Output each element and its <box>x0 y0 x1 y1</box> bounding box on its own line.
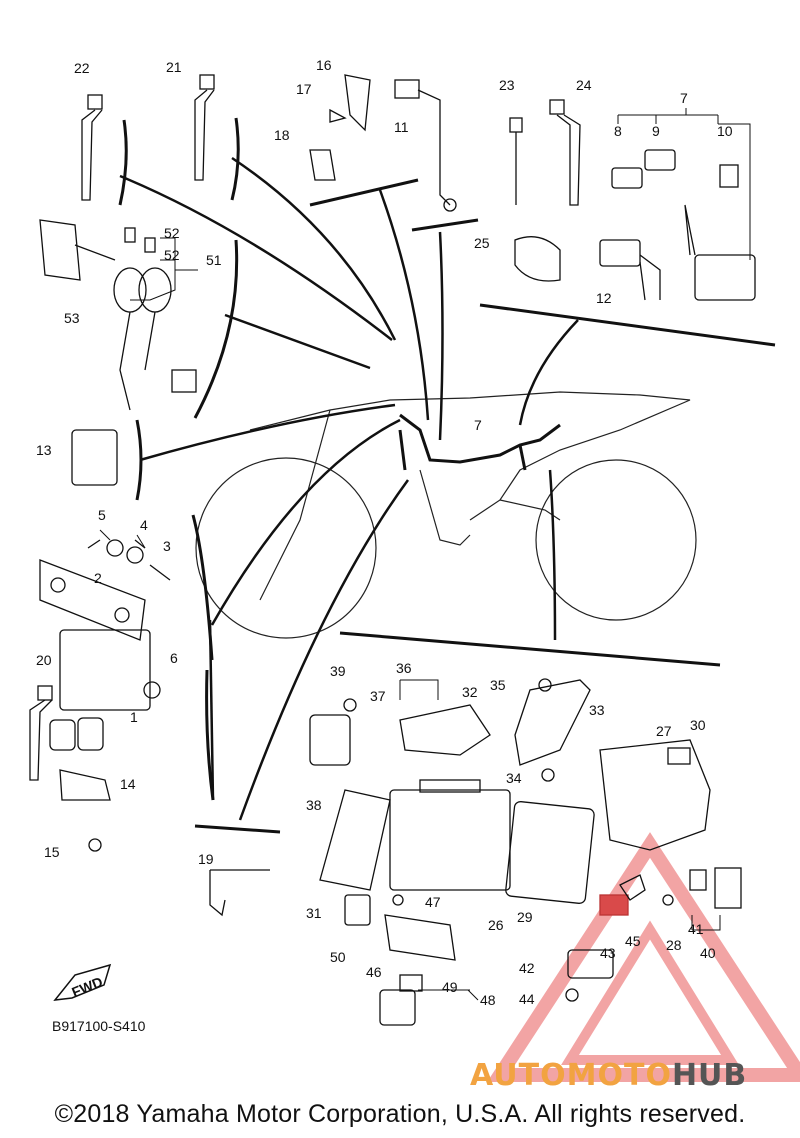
part-components <box>39 74 756 1026</box>
callout-17: 17 <box>296 81 312 97</box>
watermark-logo: AUTOMOTOHUB <box>470 1058 800 1093</box>
callout-9: 9 <box>652 123 660 139</box>
callout-29: 29 <box>517 909 533 925</box>
callout-23: 23 <box>499 77 515 93</box>
callout-24: 24 <box>576 77 592 93</box>
callout-30: 30 <box>690 717 706 733</box>
leader-lines <box>119 156 579 821</box>
callout-34: 34 <box>506 770 522 786</box>
callout-7: 7 <box>680 90 688 106</box>
callout-20: 20 <box>36 652 52 668</box>
callout-11: 11 <box>394 119 409 135</box>
callout-51: 51 <box>206 252 222 268</box>
callout-22: 22 <box>74 60 90 76</box>
callout-39: 39 <box>330 663 346 679</box>
callout-ties <box>99 108 751 1001</box>
callout-52b: 52 <box>164 247 180 263</box>
callout-35: 35 <box>490 677 506 693</box>
callout-25: 25 <box>474 235 490 251</box>
callout-12: 12 <box>596 290 612 306</box>
callout-41: 41 <box>688 921 704 937</box>
callout-49: 49 <box>442 979 458 995</box>
diagram-ref-code: B917100-S410 <box>52 1018 146 1034</box>
watermark-text-b: HUB <box>671 1058 748 1093</box>
callout-6: 6 <box>170 650 178 666</box>
callout-37: 37 <box>370 688 386 704</box>
callout-36: 36 <box>396 660 412 676</box>
fwd-arrow-icon: FWD <box>53 963 112 1001</box>
callout-19: 19 <box>198 851 214 867</box>
part-ties <box>29 74 581 917</box>
callout-45: 45 <box>625 933 641 949</box>
callout-44: 44 <box>519 991 535 1007</box>
callout-15: 15 <box>44 844 60 860</box>
callout-26: 26 <box>488 917 504 933</box>
callout-16: 16 <box>316 57 332 73</box>
watermark-text-a: AUTOMOTO <box>470 1058 672 1093</box>
callout-42: 42 <box>519 960 535 976</box>
callout-40: 40 <box>700 945 716 961</box>
callout-52a: 52 <box>164 225 180 241</box>
callout-4: 4 <box>140 517 148 533</box>
callout-3: 3 <box>163 538 171 554</box>
callout-2: 2 <box>94 570 102 586</box>
callout-27: 27 <box>656 723 672 739</box>
callout-8: 8 <box>614 123 622 139</box>
group-brackets <box>118 117 776 834</box>
callout-38: 38 <box>306 797 322 813</box>
callout-31: 31 <box>306 905 322 921</box>
callout-46: 46 <box>366 964 382 980</box>
callout-13: 13 <box>36 442 52 458</box>
callout-33: 33 <box>589 702 605 718</box>
callout-43: 43 <box>600 945 616 961</box>
callout-5: 5 <box>98 507 106 523</box>
copyright-notice: ©2018 Yamaha Motor Corporation, U.S.A. A… <box>54 1100 746 1128</box>
callout-48: 48 <box>480 992 496 1008</box>
callout-labels: 1 2 3 4 5 6 7 8 9 10 11 12 13 14 15 16 1… <box>36 57 733 1008</box>
callout-10: 10 <box>717 123 733 139</box>
callout-28: 28 <box>666 937 682 953</box>
callout-47: 47 <box>425 894 441 910</box>
wire-harness <box>398 413 561 471</box>
callout-18: 18 <box>274 127 290 143</box>
watermark-triangle <box>487 832 800 1082</box>
motorcycle-outline <box>195 391 697 639</box>
callout-21: 21 <box>166 59 182 75</box>
callout-53: 53 <box>64 310 80 326</box>
callout-7-harness: 7 <box>474 417 482 433</box>
callout-14: 14 <box>120 776 136 792</box>
callout-1: 1 <box>130 709 138 725</box>
callout-50: 50 <box>330 949 346 965</box>
callout-32: 32 <box>462 684 478 700</box>
